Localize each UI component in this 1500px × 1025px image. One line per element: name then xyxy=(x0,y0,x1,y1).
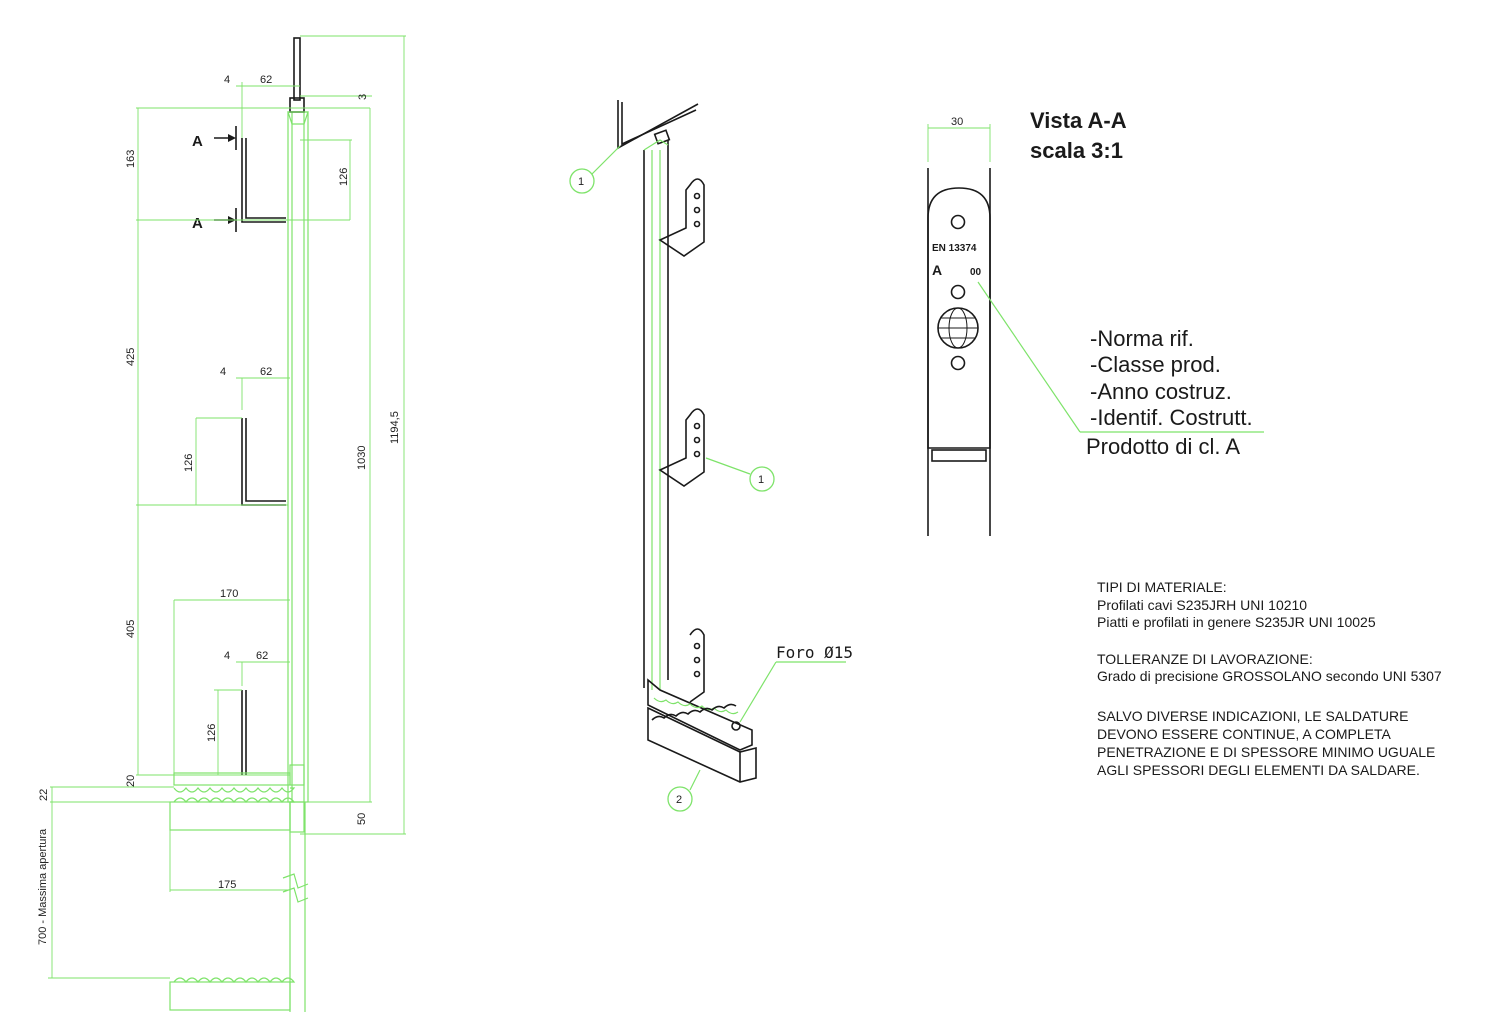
welding-line-4: AGLI SPESSORI DEGLI ELEMENTI DA SALDARE. xyxy=(1097,762,1420,778)
side-dimensions xyxy=(48,35,406,979)
dim-175: 175 xyxy=(218,879,236,891)
iso-view: 1 1 2 Foro Ø15 xyxy=(569,100,853,812)
tolerance-line-1: Grado di precisione GROSSOLANO secondo U… xyxy=(1097,668,1442,684)
iso-bracket-top xyxy=(658,178,705,257)
dim-405: 405 xyxy=(125,620,137,638)
materials-title: TIPI DI MATERIALE: xyxy=(1097,579,1227,595)
dim-1030: 1030 xyxy=(356,446,368,470)
dim-50: 50 xyxy=(356,813,368,825)
label-anno: -Anno costruz. xyxy=(1090,379,1232,404)
dim-700-max-opening: 700 - Massima apertura xyxy=(37,828,49,945)
callout-1-top xyxy=(569,168,595,194)
label-norma: -Norma rif. xyxy=(1090,326,1194,351)
dim-163: 163 xyxy=(125,150,137,168)
hole-label: Foro Ø15 xyxy=(776,643,853,662)
dim-22: 22 xyxy=(38,789,50,801)
dim-4-low: 4 xyxy=(224,650,230,662)
section-view: Vista A-A scala 3:1 30 EN 13374 A 00 -No… xyxy=(927,108,1264,536)
post-outline xyxy=(287,111,309,803)
stamp-norm: EN 13374 xyxy=(932,243,977,254)
dim-170: 170 xyxy=(220,588,238,600)
dim-62-mid: 62 xyxy=(260,366,272,378)
dim-62-low: 62 xyxy=(256,650,268,662)
iso-clamp-upper xyxy=(647,678,753,751)
tolerance-title: TOLLERANZE DI LAVORAZIONE: xyxy=(1097,651,1313,667)
section-plate-tongue xyxy=(927,187,991,449)
section-scale: scala 3:1 xyxy=(1030,138,1123,163)
section-mark-bottom: A xyxy=(192,215,203,232)
welding-line-3: PENETRAZIONE E DI SPESSORE MINIMO UGUALE xyxy=(1097,744,1435,760)
iso-bracket-low xyxy=(689,628,705,703)
dim-126-low: 126 xyxy=(206,724,218,742)
iso-bracket-mid xyxy=(658,408,705,487)
dim-3: 3 xyxy=(357,94,369,100)
callout-2 xyxy=(667,786,693,812)
materials-line-2: Piatti e profilati in genere S235JR UNI … xyxy=(1097,614,1376,630)
stamp-year: 00 xyxy=(970,267,982,278)
dim-20: 20 xyxy=(125,775,137,787)
label-prodotto: Prodotto di cl. A xyxy=(1086,434,1240,459)
bracket-top xyxy=(241,138,286,223)
label-classe: -Classe prod. xyxy=(1090,352,1221,377)
stamp-class: A xyxy=(932,262,942,278)
dim-4-mid: 4 xyxy=(220,366,226,378)
materials-line-1: Profilati cavi S235JRH UNI 10210 xyxy=(1097,597,1307,613)
label-identif: -Identif. Costrutt. xyxy=(1090,405,1253,430)
top-rod xyxy=(293,37,301,101)
dim-1194: 1194,5 xyxy=(389,411,401,444)
welding-line-1: SALVO DIVERSE INDICAZIONI, LE SALDATURE xyxy=(1097,708,1408,724)
section-title: Vista A-A xyxy=(1030,108,1127,133)
side-view: A A xyxy=(37,35,406,1012)
callout-1-mid-label: 1 xyxy=(758,474,764,486)
callout-1-mid xyxy=(749,466,775,492)
callout-1-top-label: 1 xyxy=(578,176,584,188)
dim-126-mid: 126 xyxy=(183,454,195,472)
dim-62-top: 62 xyxy=(260,74,272,86)
dim-4-top: 4 xyxy=(224,74,230,86)
bracket-mid xyxy=(241,418,286,506)
dim-126-top: 126 xyxy=(338,168,350,186)
clamp-lower-jaw xyxy=(169,801,291,831)
section-mark-top: A xyxy=(192,133,203,150)
manufacturer-logo-icon xyxy=(937,307,979,349)
callout-2-label: 2 xyxy=(676,794,682,806)
section-width-dim: 30 xyxy=(951,116,963,128)
notes-block: TIPI DI MATERIALE: Profilati cavi S235JR… xyxy=(1097,579,1442,778)
dim-425: 425 xyxy=(125,348,137,366)
welding-line-2: DEVONO ESSERE CONTINUE, A COMPLETA xyxy=(1097,726,1391,742)
